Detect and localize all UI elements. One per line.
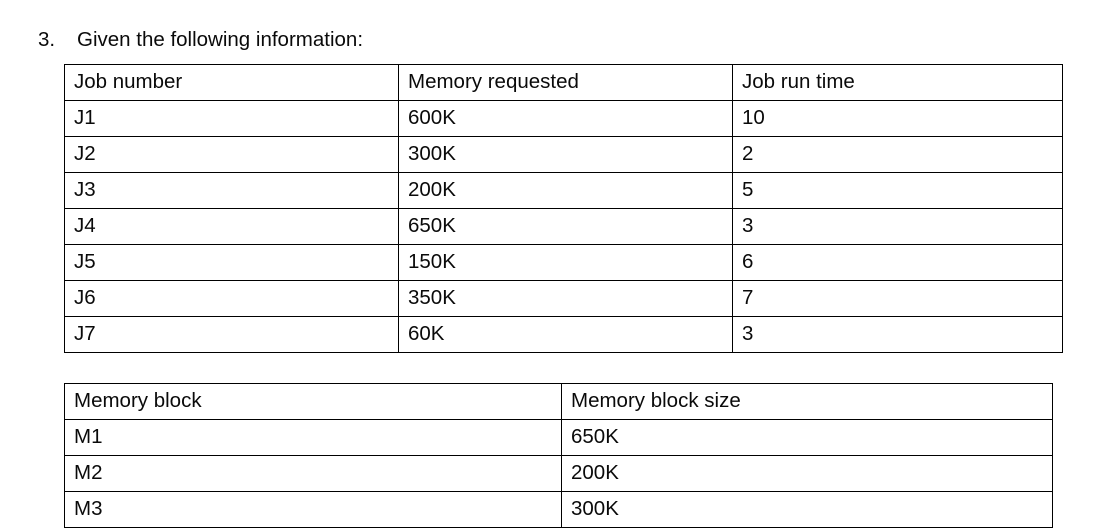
memory-cell-block-size: 200K [561,455,1053,492]
jobs-cell-memory-requested: 650K [398,208,733,245]
jobs-cell-job-number: J6 [64,280,399,317]
jobs-cell-memory-requested: 350K [398,280,733,317]
table-row: M2 200K [64,455,1053,492]
table-row: M3 300K [64,491,1053,528]
jobs-cell-memory-requested: 600K [398,100,733,137]
jobs-header-memory-requested: Memory requested [398,64,733,101]
jobs-cell-job-run-time: 3 [732,316,1063,353]
memory-header-block: Memory block [64,383,562,420]
table-row: J4 650K 3 [64,208,1063,245]
question-number: 3. [38,28,56,51]
memory-cell-block: M1 [64,419,562,456]
memory-header-block-size: Memory block size [561,383,1053,420]
jobs-cell-job-number: J4 [64,208,399,245]
jobs-cell-job-run-time: 7 [732,280,1063,317]
table-row: M1 650K [64,419,1053,456]
table-row: J3 200K 5 [64,172,1063,209]
jobs-cell-memory-requested: 200K [398,172,733,209]
jobs-cell-job-number: J5 [64,244,399,281]
jobs-cell-memory-requested: 300K [398,136,733,173]
table-row: J2 300K 2 [64,136,1063,173]
memory-cell-block-size: 650K [561,419,1053,456]
jobs-cell-job-run-time: 5 [732,172,1063,209]
jobs-cell-job-number: J3 [64,172,399,209]
jobs-cell-job-number: J1 [64,100,399,137]
table-row: J1 600K 10 [64,100,1063,137]
jobs-header-job-run-time: Job run time [732,64,1063,101]
jobs-cell-memory-requested: 60K [398,316,733,353]
jobs-table-header-row: Job number Memory requested Job run time [64,64,1063,101]
jobs-cell-job-run-time: 6 [732,244,1063,281]
jobs-cell-job-run-time: 10 [732,100,1063,137]
jobs-cell-job-number: J7 [64,316,399,353]
jobs-cell-job-run-time: 2 [732,136,1063,173]
memory-cell-block: M3 [64,491,562,528]
memory-cell-block-size: 300K [561,491,1053,528]
table-row: J7 60K 3 [64,316,1063,353]
table-row: J5 150K 6 [64,244,1063,281]
jobs-header-job-number: Job number [64,64,399,101]
memory-cell-block: M2 [64,455,562,492]
memory-blocks-table: Memory block Memory block size M1 650K M… [64,383,1053,528]
jobs-table: Job number Memory requested Job run time… [64,64,1063,353]
question-prompt: 3. Given the following information: [38,28,363,52]
table-row: J6 350K 7 [64,280,1063,317]
jobs-cell-job-run-time: 3 [732,208,1063,245]
memory-table-header-row: Memory block Memory block size [64,383,1053,420]
jobs-cell-memory-requested: 150K [398,244,733,281]
question-text: Given the following information: [77,28,364,51]
jobs-cell-job-number: J2 [64,136,399,173]
